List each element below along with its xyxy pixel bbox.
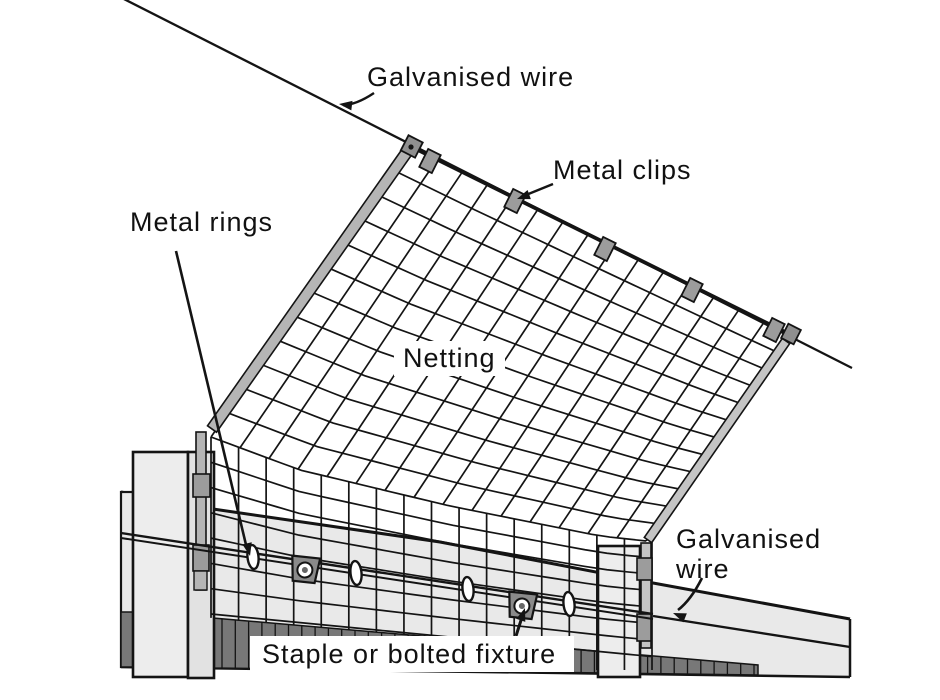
- label-metal-clips: Metal clips: [553, 155, 692, 185]
- label-staple-or-bolted-fixture: Staple or bolted fixture: [250, 636, 574, 672]
- leader-arrows: [174, 92, 704, 637]
- label-galvanised-wire-right-line1: Galvanised: [676, 524, 822, 554]
- metal-clips-group: [399, 134, 803, 346]
- label-galvanised-wire-right: Galvanised wire: [676, 524, 821, 584]
- hanging-netting-mesh: [210, 437, 653, 670]
- label-galvanised-wire-top: Galvanised wire: [367, 62, 575, 92]
- label-netting: Netting: [394, 341, 505, 376]
- label-metal-rings: Metal rings: [130, 207, 274, 237]
- rings-and-staples: [246, 543, 576, 621]
- label-galvanised-wire-right-line2: wire: [676, 554, 730, 584]
